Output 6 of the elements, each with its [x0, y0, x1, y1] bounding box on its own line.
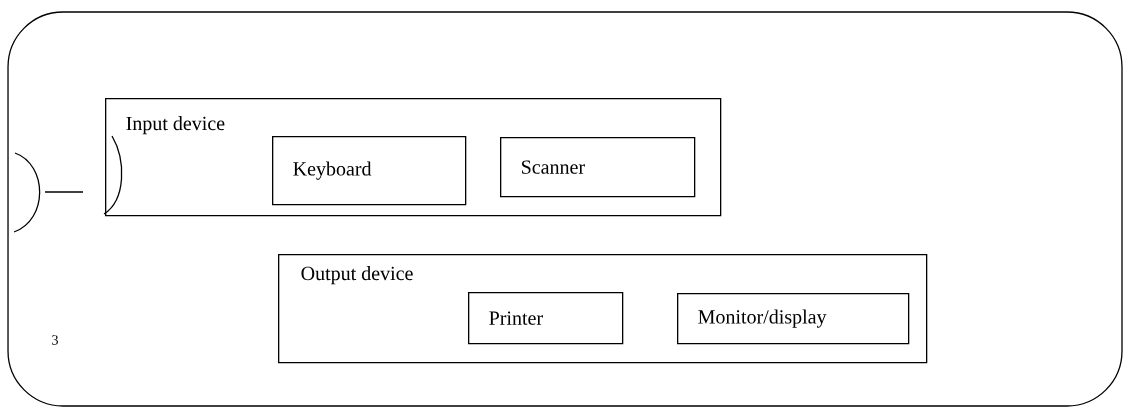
device-box: Printer	[468, 292, 624, 345]
device-box: Scanner	[500, 137, 696, 198]
device-box: Keyboard	[272, 136, 467, 206]
device-box: Monitor/display	[677, 293, 910, 345]
container-box	[7, 11, 1123, 407]
page-number: 3	[52, 335, 58, 345]
